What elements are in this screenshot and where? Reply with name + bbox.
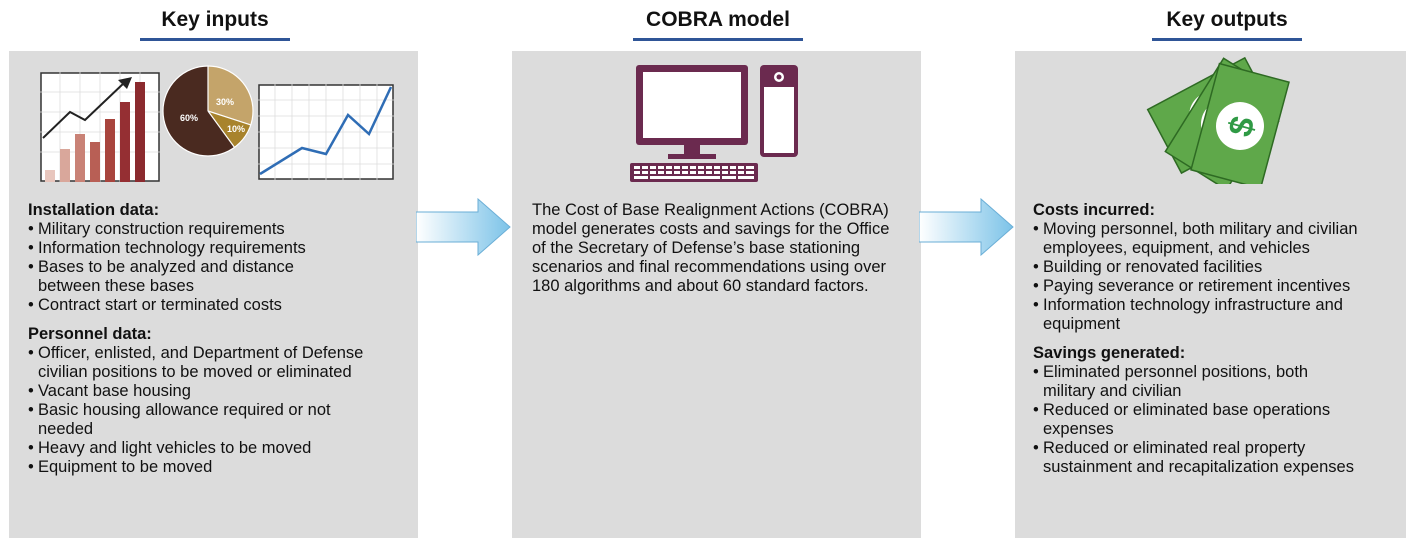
costs-heading: Costs incurred:	[1033, 201, 1155, 219]
list-item: Heavy and light vehicles to be moved	[28, 439, 408, 458]
outputs-title-underline	[1152, 38, 1302, 41]
list-item: Reduced or eliminated real property sust…	[1033, 439, 1358, 477]
pie-chart-icon: 30% 10% 60%	[162, 65, 254, 157]
list-item: Paying severance or retirement incentive…	[1033, 277, 1393, 296]
list-item: Information technology requirements	[28, 239, 408, 258]
list-item: Reduced or eliminated base operations ex…	[1033, 401, 1358, 439]
model-title-underline	[633, 38, 803, 41]
list-item: Military construction requirements	[28, 220, 408, 239]
list-item: Vacant base housing	[28, 382, 408, 401]
list-item: Bases to be analyzed and distance betwee…	[28, 258, 348, 296]
outputs-panel: $ $ $ Costs incurred: Moving personnel, …	[1015, 51, 1406, 538]
pie-label-10: 10%	[227, 124, 245, 134]
model-title: COBRA model	[625, 8, 811, 41]
list-item: Eliminated personnel positions, both mil…	[1033, 363, 1363, 401]
savings-list: Eliminated personnel positions, both mil…	[1033, 363, 1393, 477]
computer-icon	[630, 65, 798, 182]
list-item: Officer, enlisted, and Department of Def…	[28, 344, 393, 382]
money-icon: $ $ $	[1146, 56, 1290, 184]
list-item: Building or renovated facilities	[1033, 258, 1393, 277]
inputs-text: Installation data: Military construction…	[28, 201, 408, 477]
costs-list: Moving personnel, both military and civi…	[1033, 220, 1393, 334]
outputs-text: Costs incurred: Moving personnel, both m…	[1033, 201, 1393, 477]
list-item: Basic housing allowance required or not …	[28, 401, 353, 439]
model-panel: The Cost of Base Realignment Actions (CO…	[512, 51, 921, 538]
inputs-title-underline	[140, 38, 290, 41]
personnel-heading: Personnel data:	[28, 325, 152, 343]
list-item: Moving personnel, both military and civi…	[1033, 220, 1368, 258]
arrow-right-icon	[919, 198, 1014, 256]
inputs-title-text: Key inputs	[161, 8, 269, 31]
outputs-title-text: Key outputs	[1166, 8, 1288, 31]
line-chart-icon	[258, 84, 394, 180]
personnel-list: Officer, enlisted, and Department of Def…	[28, 344, 408, 477]
inputs-panel: 30% 10% 60% Installation data: Military …	[9, 51, 418, 538]
model-title-text: COBRA model	[646, 8, 790, 31]
arrow-right-icon	[416, 198, 511, 256]
pie-label-30: 30%	[216, 97, 234, 107]
list-item: Information technology infrastructure an…	[1033, 296, 1378, 334]
installation-heading: Installation data:	[28, 201, 160, 219]
installation-list: Military construction requirements Infor…	[28, 220, 408, 315]
list-item: Contract start or terminated costs	[28, 296, 408, 315]
outputs-title: Key outputs	[1142, 8, 1312, 41]
model-description: The Cost of Base Realignment Actions (CO…	[532, 201, 890, 295]
savings-heading: Savings generated:	[1033, 344, 1186, 362]
pie-label-60: 60%	[180, 113, 198, 123]
list-item: Equipment to be moved	[28, 458, 408, 477]
inputs-title: Key inputs	[135, 8, 295, 41]
bar-chart-icon	[40, 72, 160, 182]
